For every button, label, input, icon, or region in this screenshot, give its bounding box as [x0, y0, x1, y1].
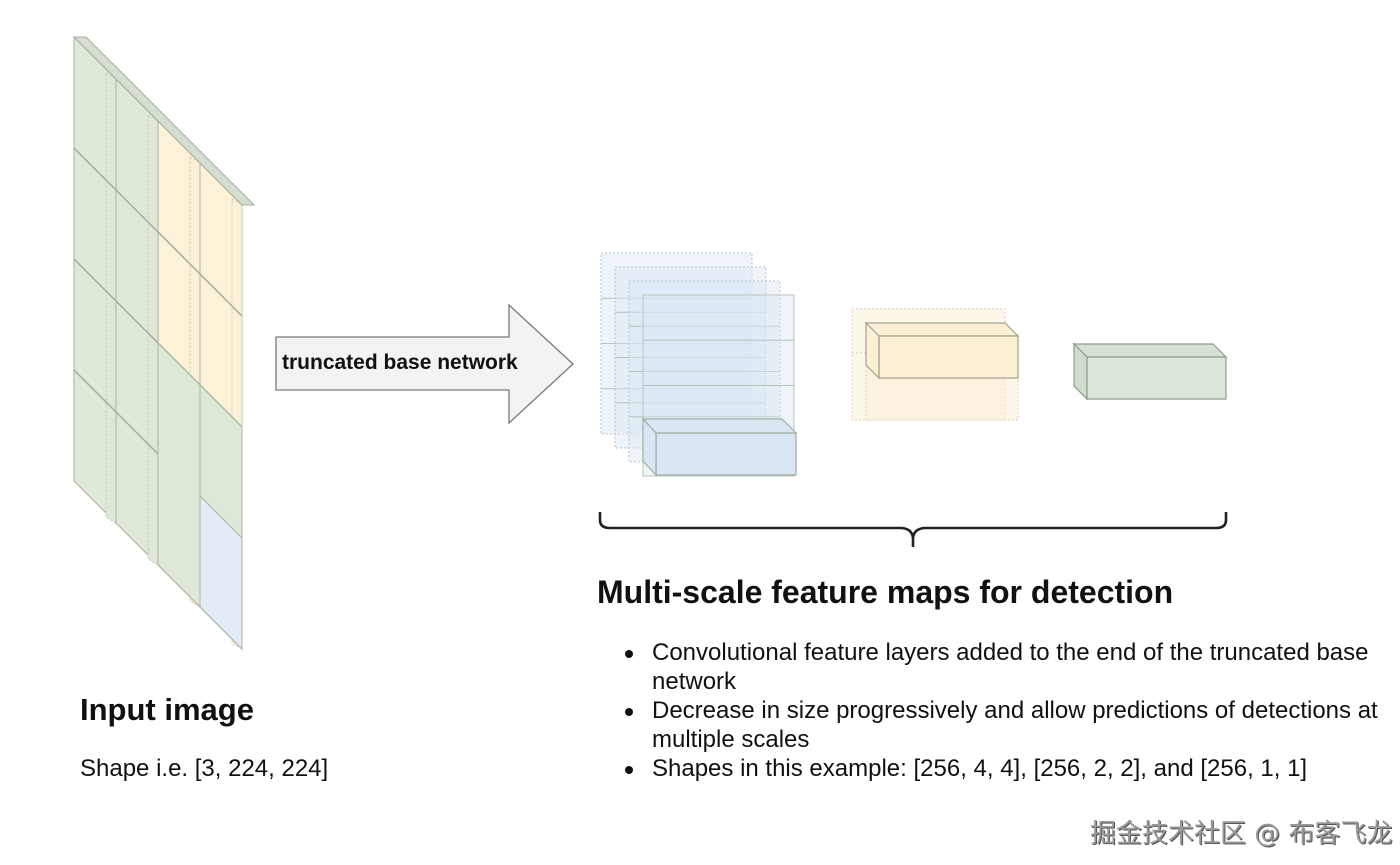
feature-map-front-cell [655, 432, 797, 476]
input-grid-divider [115, 189, 159, 233]
truncated-base-network-arrow [275, 303, 574, 425]
feature-map-4x4 [600, 252, 798, 477]
detection-section-title: Multi-scale feature maps for detection [597, 574, 1174, 610]
feature-map-1x1 [1072, 342, 1228, 401]
input-grid-divider [115, 300, 159, 344]
bullet-item: Convolutional feature layers added to th… [625, 638, 1392, 696]
feature-map-front-side [642, 417, 657, 477]
feature-map-front-cell [878, 335, 1019, 379]
bullet-item: Shapes in this example: [256, 4, 4], [25… [625, 754, 1392, 783]
bullet-item: Decrease in size progressively and allow… [625, 696, 1392, 754]
feature-map-2x2 [851, 308, 1020, 421]
input-grid-divider [157, 231, 201, 275]
input-channel-depth [147, 114, 159, 566]
input-grid-divider [73, 258, 117, 302]
input-image-tensor [72, 35, 256, 651]
arrow-shape [275, 303, 574, 425]
input-grid-divider [199, 273, 243, 317]
box-front [1086, 356, 1227, 400]
input-channel-lower-cell [157, 341, 201, 609]
input-image-shape: Shape i.e. [3, 224, 224] [80, 755, 329, 782]
input-grid-divider [73, 147, 117, 191]
input-grid-divider [115, 411, 159, 455]
input-image-title: Input image [80, 692, 254, 727]
input-grid-divider [73, 369, 117, 413]
feature-map-front-top [641, 418, 798, 434]
feature-map-front-top [864, 322, 1020, 337]
grouping-brace [598, 512, 1228, 547]
box-top [1072, 343, 1228, 358]
watermark: 掘金技术社区 @ 布客飞龙 [1090, 819, 1393, 849]
detection-bullet-list: Convolutional feature layers added to th… [613, 638, 1392, 783]
input-highlight-cell [199, 494, 243, 651]
arrow-label: truncated base network [282, 351, 518, 374]
input-top-bevel [72, 36, 256, 206]
input-channel-depth [105, 72, 117, 524]
